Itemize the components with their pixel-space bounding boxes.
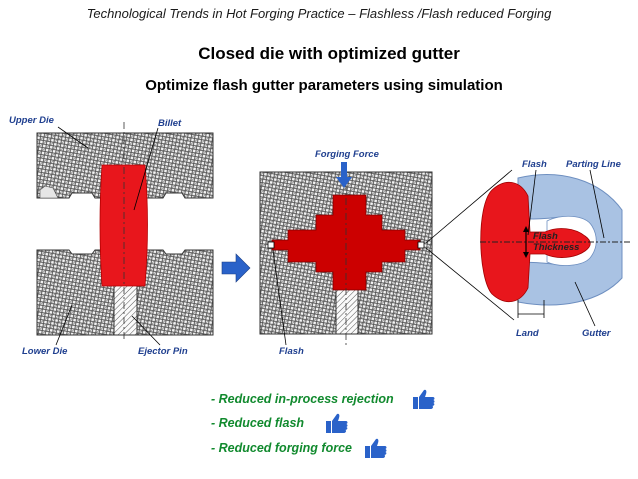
slide-subtitle: Optimize flash gutter parameters using s…	[145, 77, 503, 94]
label-lower-die: Lower Die	[22, 346, 68, 357]
closed-die-middle	[259, 168, 433, 345]
lower-die-left	[36, 249, 214, 336]
benefit-text: - Reduced flash	[211, 416, 305, 431]
slide-title: Closed die with optimized gutter	[198, 44, 460, 63]
label-land: Land	[516, 328, 539, 339]
process-arrow	[221, 253, 251, 283]
label-ejector-pin: Ejector Pin	[138, 346, 188, 357]
label-upper-die: Upper Die	[9, 115, 54, 126]
benefit-item: - Reduced in-process rejection	[211, 388, 436, 410]
label-parting-line: Parting Line	[566, 159, 621, 170]
thumbs-up-icon	[365, 438, 387, 458]
label-forging-force: Forging Force	[315, 149, 379, 160]
label-flash-thickness: Flash Thickness	[533, 231, 580, 253]
forged-part	[271, 194, 421, 291]
label-flash-middle: Flash	[279, 346, 304, 357]
label-flash-detail: Flash	[522, 159, 547, 170]
benefit-text: - Reduced in-process rejection	[211, 392, 394, 407]
label-billet: Billet	[158, 118, 182, 129]
benefit-item: - Reduced forging force	[211, 437, 388, 459]
flash-gutter-detail	[480, 174, 630, 318]
thumbs-up-icon	[325, 413, 348, 433]
billet-shape	[99, 164, 148, 287]
benefit-text: - Reduced forging force	[211, 441, 352, 456]
benefit-item: - Reduced flash	[211, 412, 349, 434]
thumbs-up-icon	[413, 389, 435, 409]
ejector-pin-left	[113, 281, 138, 336]
header-title: Technological Trends in Hot Forging Prac…	[86, 6, 552, 21]
forging-force-arrow	[336, 162, 352, 188]
label-gutter: Gutter	[582, 328, 611, 339]
flash-detail	[480, 182, 591, 302]
